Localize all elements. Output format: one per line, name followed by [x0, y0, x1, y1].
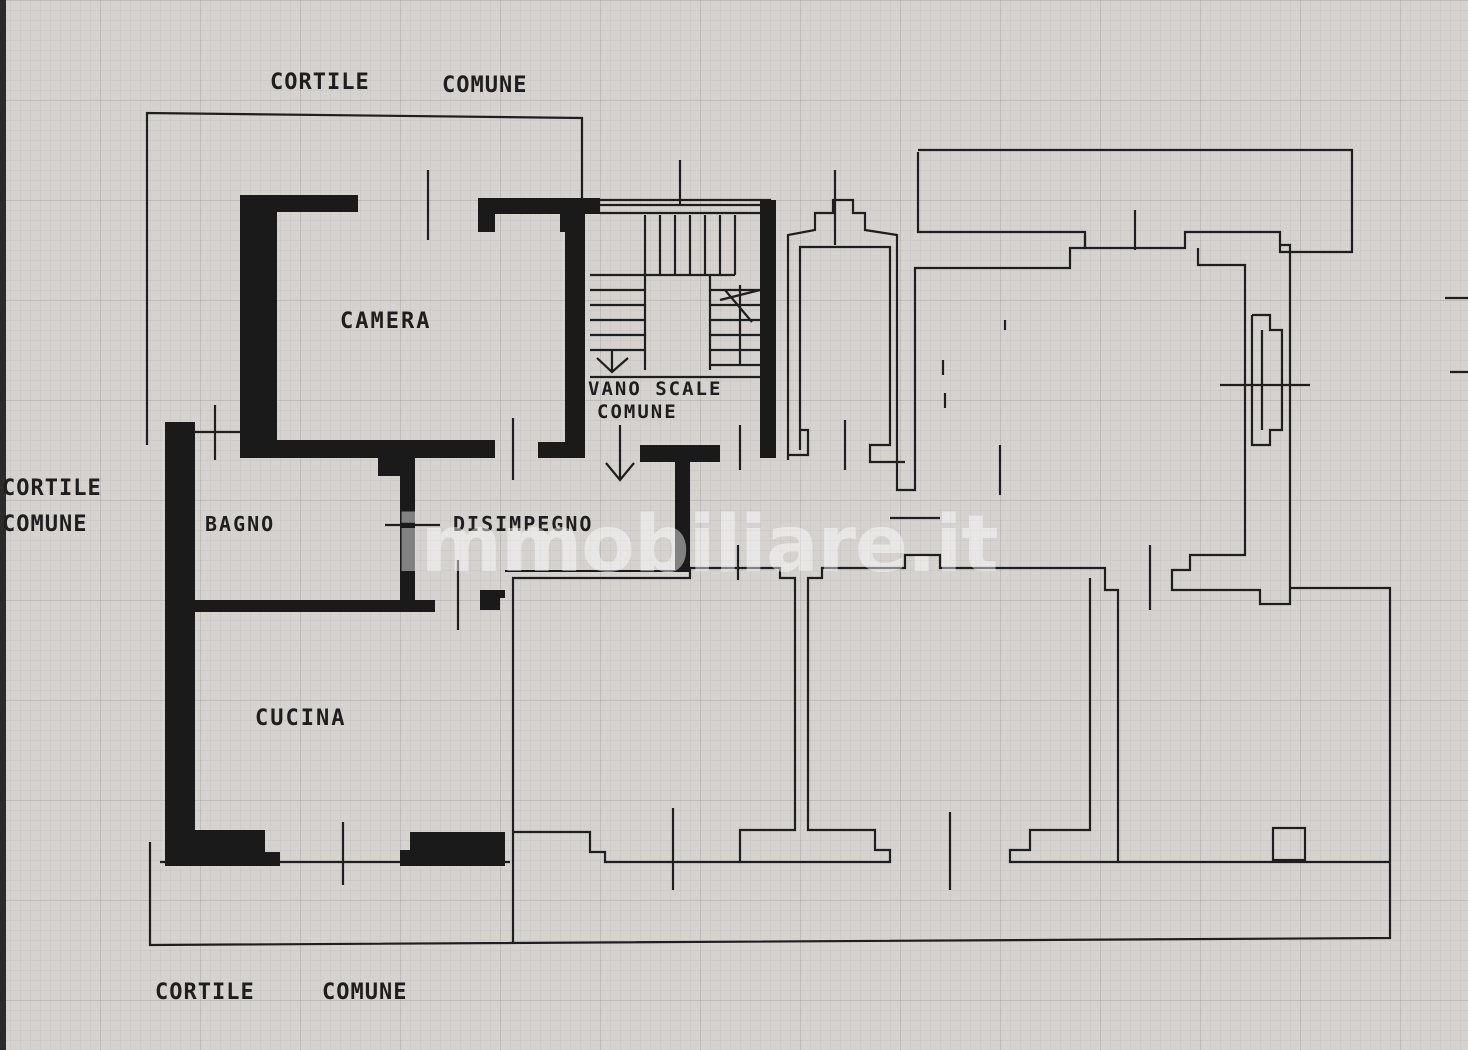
kitchen-walls — [165, 422, 435, 866]
room-camera-label: CAMERA — [340, 309, 432, 334]
page-edge — [0, 0, 6, 1050]
room-cucina-label: CUCINA — [255, 706, 347, 731]
room-stairs-label-2: COMUNE — [597, 401, 678, 423]
door-ticks — [190, 160, 1468, 890]
unit-b-outline — [1170, 243, 1292, 606]
room-stairs-label-1: VANO SCALE — [588, 378, 723, 400]
unit-a-inner — [798, 245, 905, 464]
courtyard-bottom-outline — [148, 586, 1392, 947]
courtyard-left-label-2: COMUNE — [2, 512, 88, 537]
bagno-wall — [400, 555, 415, 605]
room-bagno-label: BAGNO — [205, 512, 276, 536]
watermark-logo: immobiliare.it — [395, 500, 999, 590]
room-disimpegno-label: DISIMPEGNO — [453, 512, 594, 536]
unit-c-bottom — [513, 830, 740, 864]
unit-c-outline — [511, 553, 1120, 864]
courtyard-top-label-1: CORTILE — [270, 70, 370, 95]
stair-landing-wall — [480, 445, 720, 610]
stair-treads — [590, 215, 765, 379]
kitchen-bottom-wall — [400, 832, 505, 866]
courtyard-bottom-label-2: COMUNE — [322, 980, 408, 1005]
unit-a-step — [788, 428, 810, 457]
unit-b-top — [916, 148, 1354, 254]
stair-arrow-down-2 — [605, 462, 635, 482]
load-bearing-walls — [165, 195, 776, 866]
chimney-square — [1271, 826, 1307, 862]
camera-walls — [240, 195, 600, 598]
courtyard-top-label-2: COMUNE — [442, 73, 528, 98]
courtyard-top-outline — [145, 111, 584, 445]
courtyard-bottom-label-1: CORTILE — [155, 980, 255, 1005]
unit-a-outline — [786, 198, 1087, 492]
courtyard-left-label-1: CORTILE — [2, 476, 102, 501]
unit-b-window — [1250, 313, 1284, 447]
stair-wall-right — [760, 200, 776, 458]
